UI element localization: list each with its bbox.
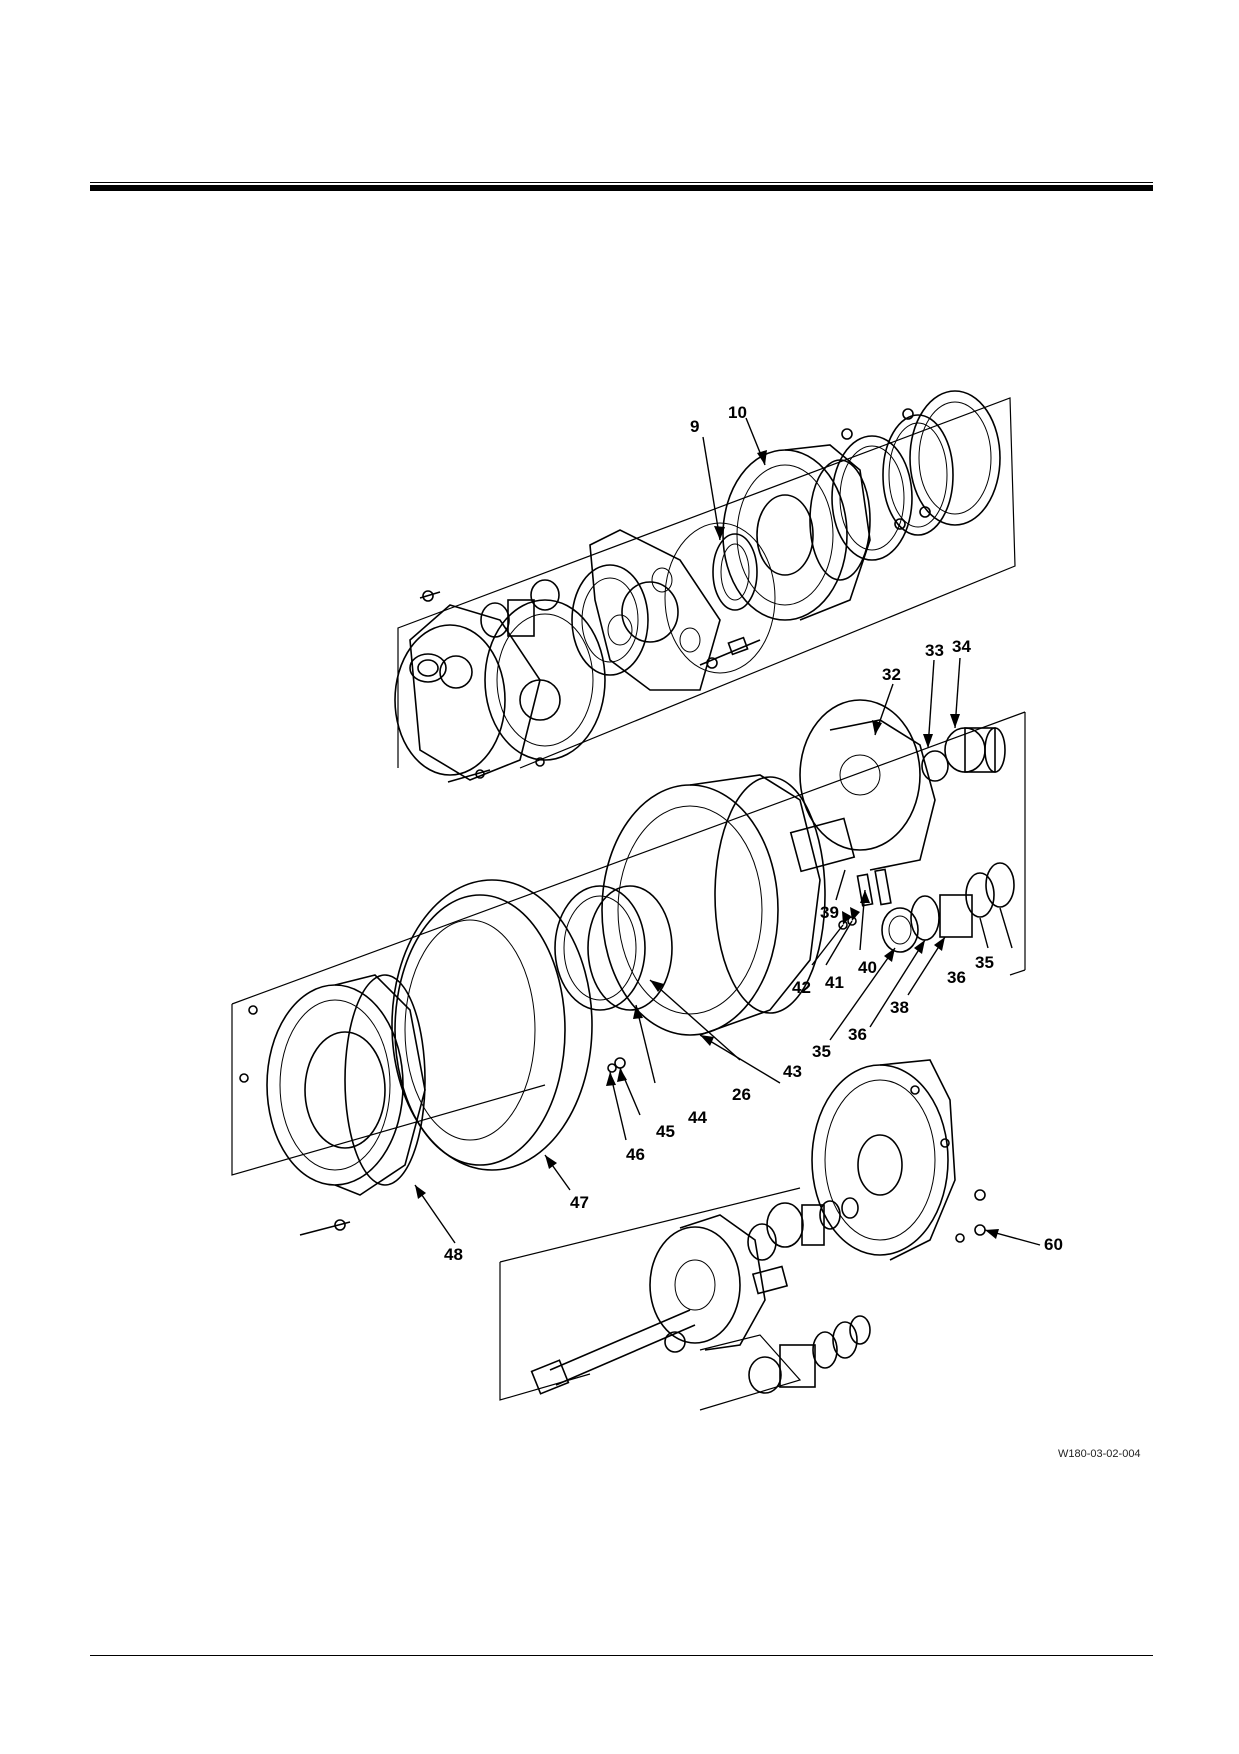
callout-33: 33 [925, 641, 944, 660]
callout-34: 34 [952, 637, 971, 656]
header-rule-thin [90, 182, 1153, 183]
callout-41: 41 [825, 973, 844, 992]
callout-labels: 9 10 32 33 34 39 40 41 42 35 36 38 36 35… [444, 403, 1063, 1264]
callout-32: 32 [882, 665, 901, 684]
arrowheads [415, 450, 999, 1239]
callout-44: 44 [688, 1108, 707, 1127]
callout-43: 43 [783, 1062, 802, 1081]
middle-assembly [231, 699, 1026, 1236]
callout-26: 26 [732, 1085, 751, 1104]
lower-assembly [499, 1059, 986, 1411]
callout-36-right: 36 [947, 968, 966, 987]
callout-39: 39 [820, 903, 839, 922]
upper-assembly [394, 390, 1016, 783]
callout-38: 38 [890, 998, 909, 1017]
callout-9: 9 [690, 417, 699, 436]
callout-45: 45 [656, 1122, 675, 1141]
callout-35-left: 35 [812, 1042, 831, 1061]
footer-rule [90, 1655, 1153, 1656]
callout-46: 46 [626, 1145, 645, 1164]
header-rule [90, 185, 1153, 191]
callout-48: 48 [444, 1245, 463, 1264]
callout-35-right: 35 [975, 953, 994, 972]
leader-lines [414, 417, 1041, 1246]
callout-10: 10 [728, 403, 747, 422]
callout-42: 42 [792, 978, 811, 997]
callout-36-left: 36 [848, 1025, 867, 1044]
figure-code: W180-03-02-004 [1058, 1448, 1141, 1460]
callout-60: 60 [1044, 1235, 1063, 1254]
callout-40: 40 [858, 958, 877, 977]
callout-47: 47 [570, 1193, 589, 1212]
